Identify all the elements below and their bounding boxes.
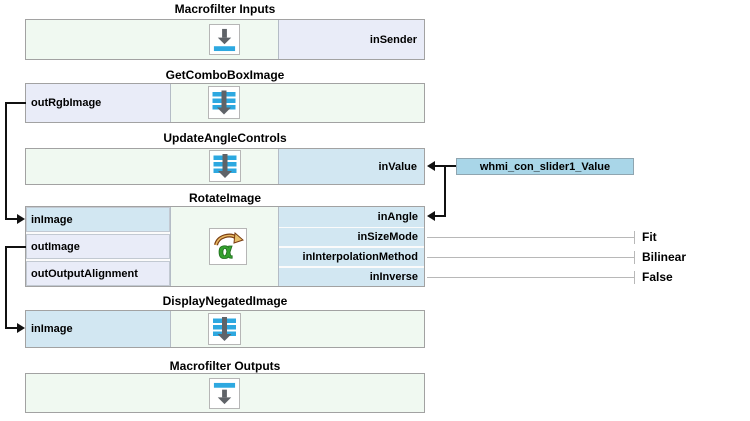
port-invalue[interactable]: inValue (278, 149, 424, 184)
default-value-line (427, 237, 635, 238)
port-insizemode[interactable]: inSizeMode (279, 228, 424, 246)
input-arrow-glyph (213, 28, 236, 52)
connection-arrowhead-icon (17, 214, 25, 224)
block-title-macrofilter-outputs: Macrofilter Outputs (169, 359, 281, 373)
svg-text:α: α (218, 239, 233, 262)
default-value-bracket (634, 231, 635, 244)
connection-line (5, 246, 26, 248)
connection-arrowhead-icon (17, 323, 25, 333)
rotateimage-left-ports: inImage outImage outOutputAlignment (26, 207, 171, 286)
rotateimage-right-ports: inAngle inSizeMode inInterpolationMethod… (278, 207, 424, 286)
connection-line (435, 165, 457, 167)
rotate-alpha-glyph: α (214, 231, 244, 262)
default-value-bracket (634, 271, 635, 284)
connection-line (5, 102, 26, 104)
default-value-line (427, 257, 635, 258)
port-outimage[interactable]: outImage (26, 234, 170, 259)
value-insizemode[interactable]: Fit (642, 230, 657, 244)
connection-line (444, 165, 446, 217)
port-outrgbimage[interactable]: outRgbImage (26, 84, 171, 122)
rotate-image-icon[interactable]: α (209, 228, 247, 265)
block-title-displaynegatedimage: DisplayNegatedImage (162, 294, 288, 308)
default-value-line (427, 277, 635, 278)
macrofilter-glyph (213, 317, 236, 341)
default-value-bracket (634, 251, 635, 264)
value-ininterpolationmethod[interactable]: Bilinear (642, 250, 687, 264)
port-ininterpolationmethod[interactable]: inInterpolationMethod (279, 248, 424, 266)
value-ininverse[interactable]: False (642, 270, 673, 284)
connection-line (435, 215, 446, 217)
port-inimage-rotate[interactable]: inImage (26, 207, 170, 232)
block-title-macrofilter-inputs: Macrofilter Inputs (174, 2, 276, 16)
connection-line (5, 327, 18, 329)
block-title-getcomboboximage: GetComboBoxImage (165, 68, 285, 82)
macrofilter-glyph (213, 154, 237, 178)
connection-arrowhead-icon (427, 161, 435, 171)
block-title-updateanglecontrols: UpdateAngleControls (163, 131, 287, 145)
port-inangle[interactable]: inAngle (279, 207, 424, 227)
port-insender[interactable]: inSender (278, 20, 424, 59)
macrofilter-inputs-icon[interactable] (209, 24, 240, 55)
macrofilter-glyph (212, 90, 236, 115)
external-reference-whmi-con-slider1-value[interactable]: whmi_con_slider1_Value (456, 158, 634, 175)
port-ininverse[interactable]: inInverse (279, 268, 424, 286)
connection-line (5, 218, 18, 220)
connection-line (5, 102, 7, 220)
connection-line (5, 246, 7, 329)
macrofilter-outputs-icon[interactable] (209, 378, 240, 409)
port-outoutputalignment[interactable]: outOutputAlignment (26, 261, 170, 286)
macrofilter-icon[interactable] (208, 313, 241, 345)
port-inimage-display[interactable]: inImage (26, 311, 171, 347)
macrofilter-icon[interactable] (209, 150, 241, 182)
block-title-rotateimage: RotateImage (188, 191, 262, 205)
output-arrow-glyph (213, 382, 236, 405)
connection-arrowhead-icon (427, 211, 435, 221)
macrofilter-icon[interactable] (208, 86, 240, 119)
